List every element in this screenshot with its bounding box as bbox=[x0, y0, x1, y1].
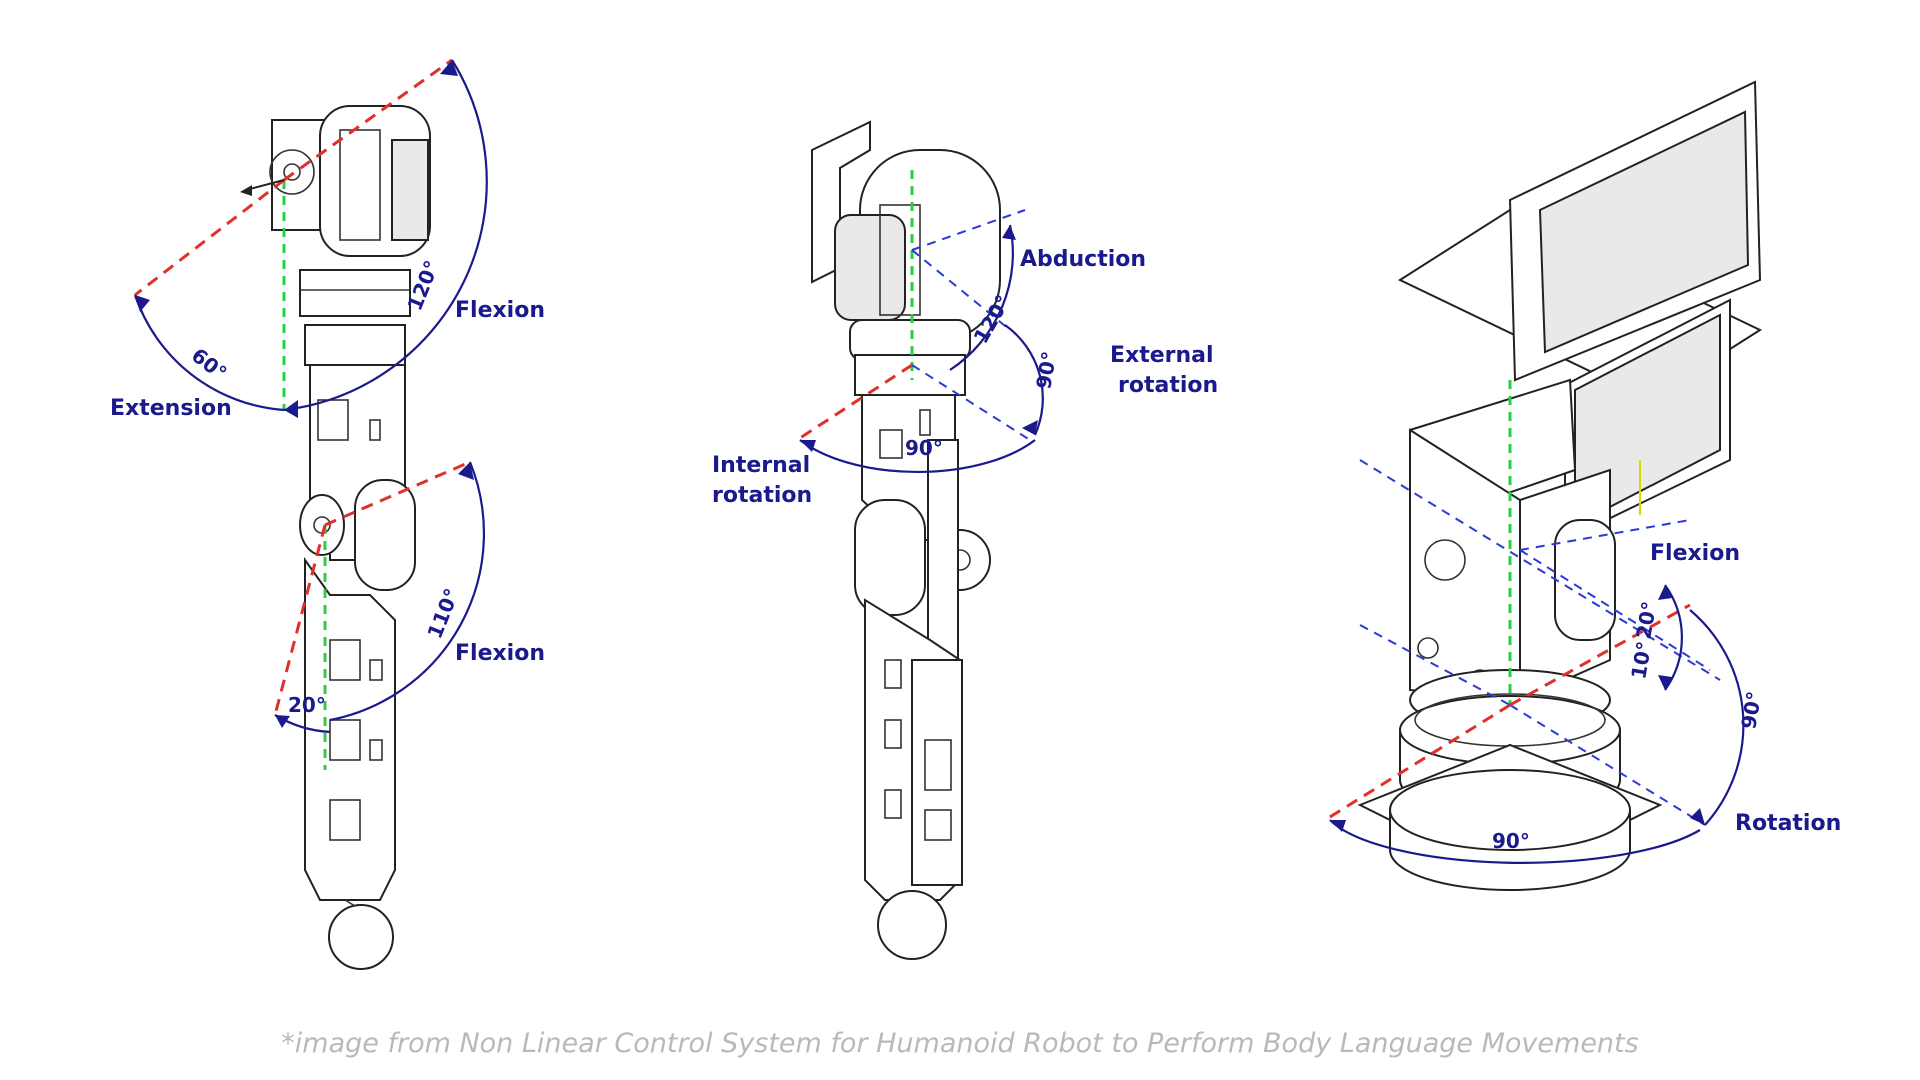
right-flexion-arc bbox=[1664, 584, 1683, 691]
mid-abduction-arc bbox=[949, 224, 1014, 371]
mid-external-label-2: rotation bbox=[1118, 373, 1218, 398]
left-forearm bbox=[304, 556, 396, 901]
left-arm-figure: Flexion Extension Flexion 120° 60° 110° … bbox=[110, 58, 545, 970]
left-elbow-pivot bbox=[299, 494, 345, 556]
mid-external-arc bbox=[1004, 324, 1044, 436]
middle-arm-figure: Abduction External rotation Internal rot… bbox=[712, 120, 1218, 960]
mid-shoulder-bracket bbox=[811, 120, 871, 284]
left-extension-label: Extension bbox=[110, 396, 232, 421]
right-flexion-label: Flexion bbox=[1650, 541, 1740, 566]
left-flexion-lower-arc bbox=[329, 461, 485, 722]
mid-internal-label-2: rotation bbox=[712, 483, 812, 508]
left-hand-ball bbox=[328, 904, 394, 970]
mid-elbow-servo bbox=[854, 499, 926, 616]
right-rotation-arc-bottom bbox=[1329, 819, 1701, 864]
right-rotation-label: Rotation bbox=[1735, 811, 1841, 836]
mid-hand-ball bbox=[877, 890, 947, 960]
left-flexion-lower-label: Flexion bbox=[455, 641, 545, 666]
right-rotation-arc-right bbox=[1689, 609, 1745, 826]
right-head-figure: Flexion Rotation 20° 10° 90° 90° bbox=[1324, 80, 1841, 891]
mid-side-bar bbox=[927, 439, 959, 681]
right-angle-90b: 90° bbox=[1492, 829, 1530, 853]
left-angle-20: 20° bbox=[288, 693, 326, 717]
mid-forearm-plate bbox=[911, 659, 963, 886]
left-extension-arc bbox=[133, 294, 285, 412]
left-shoulder-mount bbox=[299, 269, 411, 317]
mid-internal-label-1: Internal bbox=[712, 453, 810, 478]
right-angle-20: 20° bbox=[1631, 599, 1661, 640]
mid-shoulder-face bbox=[834, 214, 906, 321]
left-elbow-servo bbox=[354, 479, 416, 591]
left-flexion-upper-arc bbox=[283, 59, 488, 412]
left-flexion-upper-label: Flexion bbox=[455, 298, 545, 323]
image-caption: *image from Non Linear Control System fo… bbox=[281, 1028, 1639, 1059]
mid-angle-90a: 90° bbox=[1031, 349, 1061, 390]
mid-abduction-label: Abduction bbox=[1020, 247, 1146, 272]
right-angle-10: 10° bbox=[1626, 639, 1656, 680]
left-angle-110: 110° bbox=[422, 585, 464, 642]
mid-internal-arc bbox=[799, 439, 1036, 474]
left-angle-60: 60° bbox=[187, 343, 232, 385]
mid-external-label-1: External bbox=[1110, 343, 1214, 368]
right-angle-90a: 90° bbox=[1736, 689, 1766, 730]
mid-angle-90b: 90° bbox=[905, 436, 943, 460]
